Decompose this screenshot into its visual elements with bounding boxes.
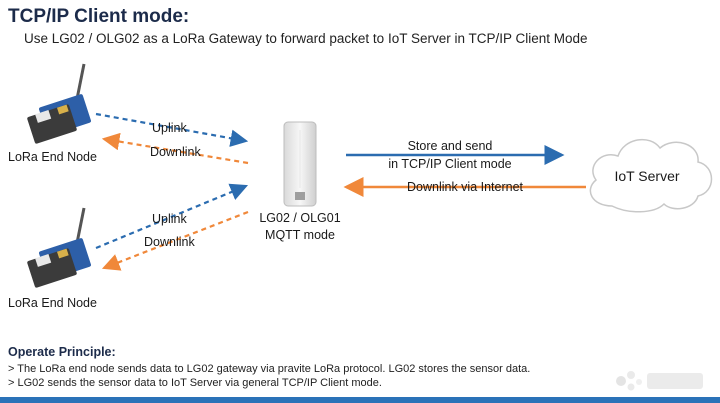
store-send-label-line1: Store and send	[407, 139, 493, 153]
uplink-label-top: Uplink	[152, 121, 187, 135]
bottom-accent-bar	[0, 397, 720, 403]
downlink-arrow-bottom	[101, 210, 249, 271]
uplink-label-bottom: Uplink	[152, 212, 187, 226]
end-node-label-bottom: LoRa End Node	[8, 296, 97, 310]
uplink-arrow-bottom	[95, 183, 249, 250]
page-subtitle: Use LG02 / OLG02 as a LoRa Gateway to fo…	[24, 31, 588, 46]
downlink-label-top: Downlink	[150, 145, 201, 159]
operate-principle: Operate Principle: > The LoRa end node s…	[8, 345, 708, 390]
principle-title: Operate Principle:	[8, 345, 116, 359]
page-title: TCP/IP Client mode:	[8, 6, 190, 27]
lora-end-node-icon	[27, 63, 91, 144]
gateway-device-icon	[283, 121, 317, 207]
store-send-label-line2: in TCP/IP Client mode	[388, 157, 512, 171]
principle-item: > LG02 sends the sensor data to IoT Serv…	[8, 377, 382, 389]
gateway-label-line1: LG02 / OLG01	[259, 211, 341, 225]
end-node-label-top: LoRa End Node	[8, 150, 97, 164]
principle-item: > The LoRa end node sends data to LG02 g…	[8, 363, 531, 375]
lora-end-node-icon	[27, 207, 91, 288]
avito-watermark-icon	[616, 371, 703, 391]
downlink-arrow-top	[101, 132, 249, 165]
downlink-internet-label: Downlink via Internet	[406, 180, 524, 194]
uplink-arrow-top	[95, 112, 249, 147]
iot-server-label: IoT Server	[614, 168, 680, 184]
gateway-label-line2: MQTT mode	[265, 228, 335, 242]
downlink-label-bottom: Downlink	[144, 235, 195, 249]
cloud-icon	[589, 138, 713, 213]
